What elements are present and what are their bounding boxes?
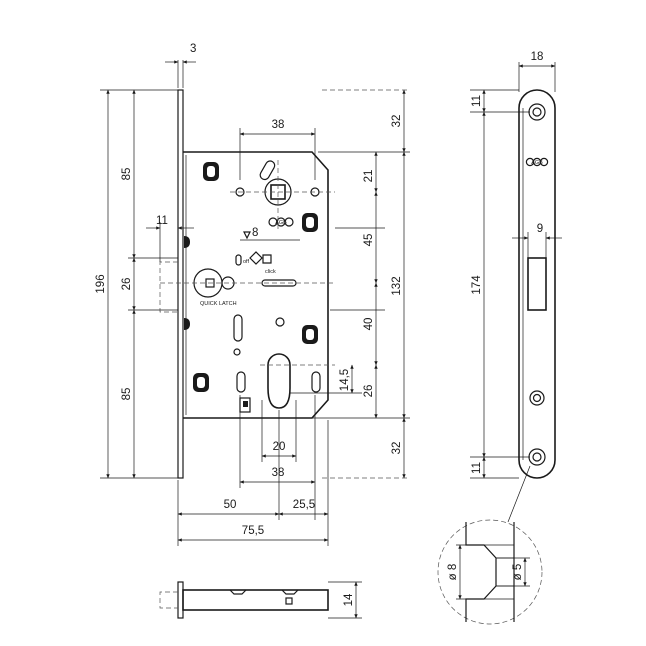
dim-25-5: 25,5 (293, 499, 315, 511)
quick-latch-label: QUICK LATCH (200, 301, 237, 307)
dim-32-top: 32 (391, 115, 403, 128)
dim-45: 45 (363, 234, 375, 247)
detail-view: ø 8 ø 5 (437, 519, 543, 625)
detail-circle (437, 519, 543, 625)
dim-side-bottom-11: 11 (471, 462, 483, 474)
dim-outer-diameter: ø 8 (447, 564, 459, 581)
dim-total-196: 196 (95, 274, 107, 293)
dim-21: 21 (363, 170, 375, 183)
mounting-slot (193, 373, 209, 392)
dim-bottom-14: 14 (343, 593, 355, 606)
dim-plate-18: 18 (531, 51, 544, 63)
dim-top-38: 38 (272, 119, 285, 131)
mounting-slot (302, 213, 318, 232)
dim-cylinder-38: 38 (272, 467, 285, 479)
bottom-body (182, 589, 329, 611)
cylinder-cutout (267, 353, 291, 409)
dim-faceplate-3: 3 (190, 43, 196, 55)
dim-upper-85: 85 (121, 168, 133, 181)
mounting-slot (302, 325, 318, 344)
dim-32-bottom: 32 (391, 442, 403, 455)
side-view: AGB 18 11 174 11 9 (470, 51, 562, 523)
brand-badge: AGB (268, 217, 294, 227)
dim-spindle-8: 8 (252, 227, 258, 239)
front-view: AGB QUICK LATCH off click 8 3 (95, 43, 410, 546)
dim-overall-75-5: 75,5 (242, 525, 264, 537)
dim-latch-11: 11 (156, 215, 168, 227)
click-label: click (265, 269, 276, 275)
dim-side-top-11: 11 (471, 95, 483, 107)
dim-mid-26: 26 (121, 278, 133, 291)
dim-26-right: 26 (363, 385, 375, 398)
latch-bolt (159, 261, 178, 313)
dim-lower-85: 85 (121, 388, 133, 401)
brand-label: AGB (275, 220, 287, 226)
faceplate-side (518, 89, 556, 479)
dim-132: 132 (391, 276, 403, 295)
dim-40: 40 (363, 318, 375, 331)
dim-slot-9: 9 (537, 223, 543, 235)
lock-body (183, 151, 329, 419)
dim-14-5: 14,5 (339, 369, 351, 391)
off-label: off (243, 259, 249, 265)
dim-side-174: 174 (471, 275, 483, 295)
dim-backset-50: 50 (224, 499, 237, 511)
mounting-slot (203, 162, 219, 181)
latch-slot (527, 257, 547, 311)
faceplate (177, 89, 184, 479)
dim-inner-diameter: ø 5 (512, 564, 524, 581)
side-brand-badge: AGB (525, 157, 549, 167)
bottom-view: 14 (159, 581, 362, 619)
side-brand-label: AGB (531, 160, 543, 166)
